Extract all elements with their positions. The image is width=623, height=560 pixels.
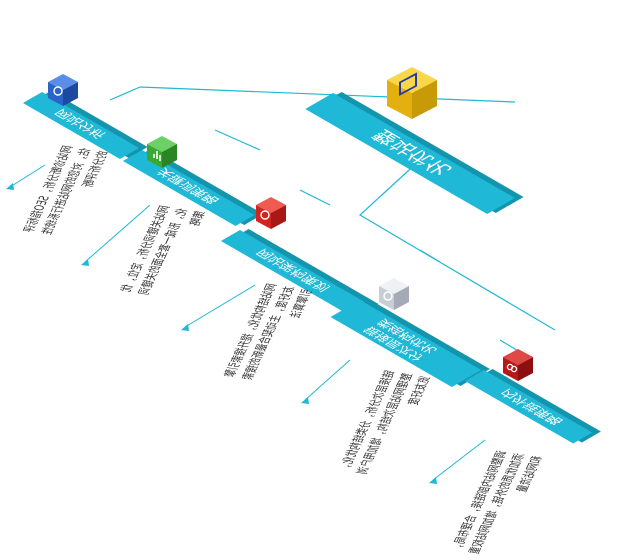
arrow-line-4 (304, 359, 351, 401)
arrow-head-4 (301, 397, 309, 404)
connector-node-2 (214, 129, 261, 151)
arrow-head-3 (181, 324, 189, 331)
dollar-icon (379, 278, 409, 310)
connector-spine-2 (109, 86, 141, 101)
clock-icon (256, 197, 286, 229)
connector-node-4 (419, 249, 441, 263)
main-cube-icon (387, 67, 437, 119)
arrow-line-5 (432, 439, 486, 481)
connector-spine (139, 86, 516, 103)
connector-lines (6, 86, 556, 484)
diagram-stage: 整站优化 网站分析 网站诊断分析，SEO指标评估，对您的网站进行系统性的分析评断… (6, 67, 593, 555)
gauge-icon (48, 74, 78, 106)
bar-chart-icon (147, 136, 177, 168)
arrow-head-5 (429, 477, 437, 484)
arrow-line-3 (184, 284, 256, 328)
arrow-line-2 (84, 204, 151, 263)
arrow-line-1 (9, 164, 46, 188)
arrow-head-1 (6, 183, 14, 190)
arrow-head-2 (81, 259, 89, 266)
link-icon (503, 349, 533, 381)
connector-node-3 (299, 189, 331, 206)
connector-main-down (358, 159, 556, 331)
